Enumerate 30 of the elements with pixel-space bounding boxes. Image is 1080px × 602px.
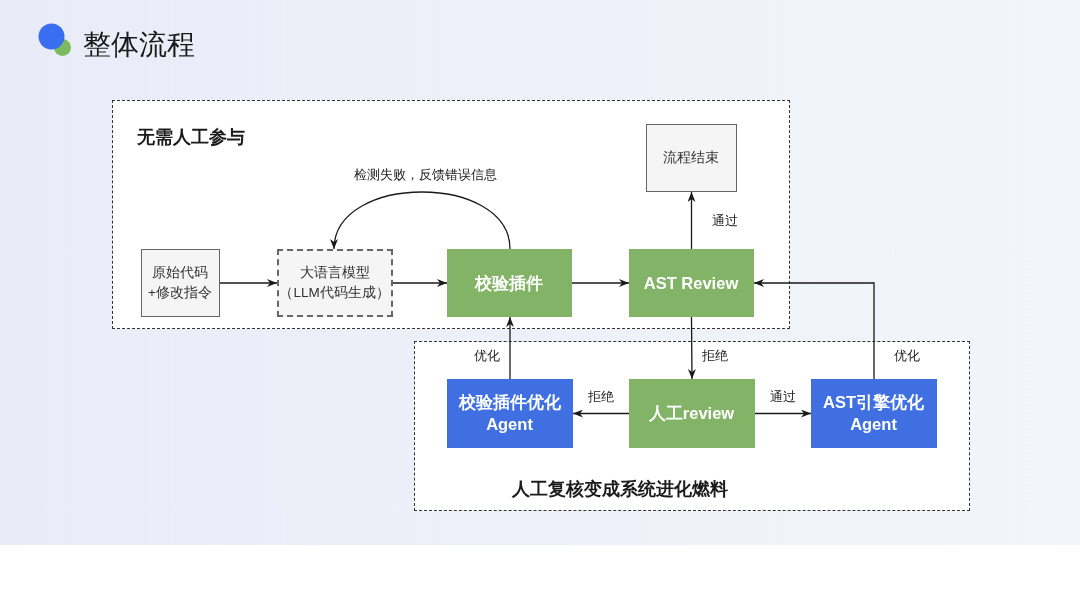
arrow xyxy=(392,279,448,287)
panel-title: 无需人工参与 xyxy=(137,126,245,149)
arrow xyxy=(687,191,696,250)
panel-title: 人工复核变成系统进化燃料 xyxy=(512,478,728,501)
edge-label: 拒绝 xyxy=(700,348,730,364)
arrow xyxy=(332,191,511,250)
edge-label: 通过 xyxy=(710,213,740,229)
arrow xyxy=(687,316,696,380)
edge-label: 优化 xyxy=(472,348,502,364)
process-box: AST Review xyxy=(628,248,754,317)
edge-label: 拒绝 xyxy=(586,389,616,405)
process-box: 流程结束 xyxy=(645,123,737,192)
process-box: 原始代码+修改指令 xyxy=(140,248,220,317)
agent-box: AST引擎优化Agent xyxy=(810,378,937,448)
edge-label: 检测失败，反馈错误信息 xyxy=(351,167,499,183)
arrow xyxy=(571,279,630,287)
process-box: 人工review xyxy=(628,378,755,448)
arrow xyxy=(753,279,875,380)
agent-box: 校验插件优化Agent xyxy=(446,378,573,448)
process-box: 校验插件 xyxy=(446,248,572,317)
edge-label: 优化 xyxy=(892,348,922,364)
arrow xyxy=(754,409,812,418)
arrow xyxy=(219,279,278,287)
dashed-panel xyxy=(414,341,970,511)
arrow xyxy=(572,409,630,418)
page-title: 整体流程 xyxy=(83,28,195,62)
arrow xyxy=(506,316,514,380)
edge-label: 通过 xyxy=(768,389,798,405)
dashed-panel xyxy=(112,100,790,329)
process-box: 大语言模型（LLM代码生成） xyxy=(276,248,393,317)
